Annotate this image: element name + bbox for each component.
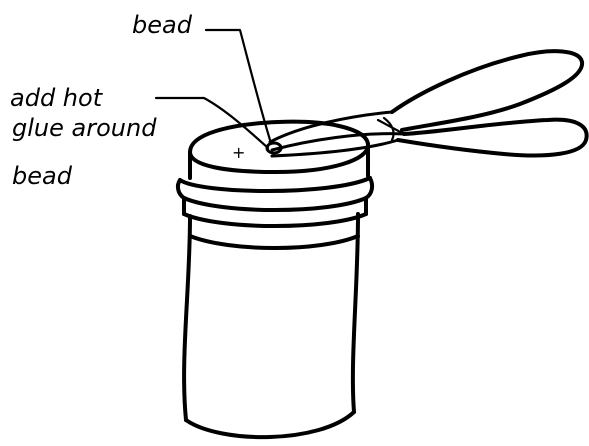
pliers-icon [270, 51, 587, 156]
glue-label-line-2: glue around [12, 114, 157, 142]
center-mark: + [232, 143, 245, 162]
glue-label-line-1: add hot [10, 84, 104, 112]
jar-illustration [178, 122, 372, 437]
bead-label: bead [132, 11, 193, 39]
glue-label-line-3: bead [12, 162, 73, 190]
